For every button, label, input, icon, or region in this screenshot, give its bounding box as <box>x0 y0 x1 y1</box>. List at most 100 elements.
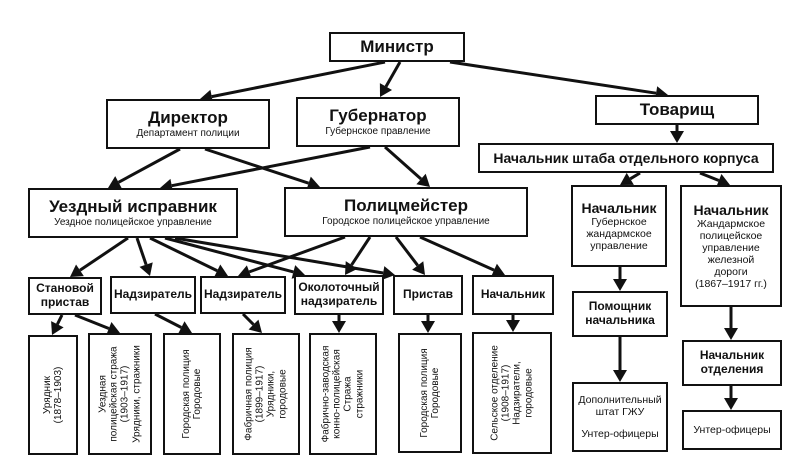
arrow-shaft <box>384 61 402 88</box>
node-uryadnik: Урядник (1878–1903) <box>28 335 78 455</box>
vertical-text: Городская полиция Городовые <box>181 349 203 438</box>
arrow-head-icon <box>716 174 730 188</box>
arrow-corps-gendarme <box>620 171 641 185</box>
arrow-shaft <box>394 236 419 267</box>
arrow-policemaster-nachalnik <box>419 235 505 277</box>
text-line: Фабричная полиция <box>243 347 255 441</box>
arrow-head-icon <box>248 319 262 333</box>
node-line: штат ГЖУ <box>595 405 645 418</box>
text-line: Фабрично-заводская <box>320 345 332 443</box>
arrow-shaft <box>629 171 641 181</box>
node-department-chief: Начальник отделения <box>682 340 782 386</box>
node-title: Губернатор <box>329 106 427 126</box>
node-title: Начальник <box>693 201 769 218</box>
arrow-director-district <box>108 147 181 189</box>
arrow-gendarme-assistant <box>613 267 627 291</box>
node-subtitle: Департамент полиции <box>136 128 240 140</box>
arrow-deptchief-nco <box>724 386 738 410</box>
arrow-policemaster-pristav <box>394 236 425 275</box>
node-nadziratel-1: Надзиратель <box>110 276 196 314</box>
arrow-head-icon <box>108 176 122 189</box>
node-title: Начальник <box>480 287 546 302</box>
arrow-head-icon <box>613 279 627 291</box>
arrow-head-icon <box>70 264 84 277</box>
node-governor: Губернатор Губернское правление <box>296 97 460 147</box>
node-title: Надзиратель <box>204 287 282 302</box>
node-police-master: Полицмейстер Городское полицейское управ… <box>284 187 528 237</box>
arrow-shaft <box>211 60 386 99</box>
vertical-text: Урядник (1878–1903) <box>42 367 64 424</box>
arrow-shaft <box>164 236 294 274</box>
arrow-district-stanovoy <box>70 236 129 277</box>
arrow-head-icon <box>412 261 425 275</box>
arrow-head-icon <box>379 83 393 97</box>
arrow-shaft <box>135 237 148 266</box>
node-city-police-2: Городская полиция Городовые <box>398 333 462 453</box>
arrow-director-policemaster <box>204 147 320 190</box>
node-title: Министр <box>360 37 434 57</box>
node-title: Товарищ <box>639 100 715 120</box>
arrow-head-icon <box>238 265 252 279</box>
arrow-nachalnik-rural <box>506 315 520 332</box>
node-line: Губернское <box>591 215 647 228</box>
arrow-head-icon <box>491 263 505 277</box>
arrow-head-icon <box>421 321 435 333</box>
arrow-head-icon <box>332 321 346 333</box>
arrow-nadz1-citypolice <box>154 312 192 334</box>
node-railway-chief: Начальник Жандармское полицейское управл… <box>680 185 782 307</box>
arrow-shaft <box>241 312 255 326</box>
node-line: железной <box>707 254 755 267</box>
node-stanovoy-pristav: Становой пристав <box>28 277 102 315</box>
arrow-shaft <box>350 236 372 266</box>
node-title: Надзиратель <box>114 287 192 302</box>
node-assistant-chief: Помощник начальника <box>572 291 668 337</box>
text-line: полицейская стража <box>108 346 120 442</box>
vertical-text: Сельское отделение (1908–1917) Надзирате… <box>490 345 535 441</box>
arrow-shaft <box>384 145 423 181</box>
arrow-nadz2-factory <box>241 312 262 333</box>
arrow-head-icon <box>620 172 634 185</box>
node-rural-department: Сельское отделение (1908–1917) Надзирате… <box>472 332 552 454</box>
vertical-text: Фабрично-заводская конно-полицейская Стр… <box>321 346 366 443</box>
text-line: (1878–1903) <box>53 366 64 424</box>
node-sub: Унтер-офицеры <box>581 428 659 441</box>
arrow-stanovoy-uryadnik <box>51 314 64 335</box>
node-line: дороги <box>714 266 748 279</box>
arrow-head-icon <box>306 176 320 190</box>
node-title: Полицмейстер <box>344 196 468 216</box>
vertical-text: Фабричная полиция (1899–1917) Урядники, … <box>244 347 289 440</box>
arrow-minister-governor <box>379 61 402 97</box>
text-line: (1899–1917) <box>254 365 266 423</box>
node-city-police-1: Городская полиция Городовые <box>163 333 221 455</box>
arrow-head-icon <box>214 264 228 278</box>
text-line: стражники <box>354 369 366 419</box>
arrow-shaft <box>204 147 310 185</box>
text-line: Стража <box>343 376 354 412</box>
node-deputy: Товарищ <box>595 95 759 125</box>
node-line: управление <box>702 241 760 254</box>
arrow-stanovoy-guard <box>74 313 120 336</box>
arrow-assistant-extra <box>613 337 627 382</box>
arrow-shaft <box>117 147 181 184</box>
text-line: Городская полиция <box>418 348 430 438</box>
arrow-head-icon <box>724 398 738 410</box>
node-line: полицейское <box>699 229 763 242</box>
arrow-deputy-corps <box>670 125 684 143</box>
arrow-district-nadz2 <box>149 236 228 278</box>
text-line: Уездная <box>97 375 109 413</box>
arrow-shaft <box>79 236 129 272</box>
node-title: Начальник отделения <box>699 348 765 376</box>
node-title: Становой пристав <box>36 281 94 309</box>
arrow-head-icon <box>139 262 153 276</box>
node-gendarme-chief: Начальник Губернское жандармское управле… <box>571 185 667 267</box>
arrow-shaft <box>419 235 495 272</box>
text-line: Городская полиция <box>180 349 192 439</box>
node-minister: Министр <box>329 32 465 62</box>
text-line: городовые <box>277 369 289 419</box>
arrow-policemaster-nadz2 <box>238 235 346 279</box>
text-line: конно-полицейская <box>331 349 343 439</box>
text-line: (1908–1917) <box>500 364 512 422</box>
arrow-head-icon <box>382 266 395 280</box>
text-line: Урядник <box>41 375 53 415</box>
